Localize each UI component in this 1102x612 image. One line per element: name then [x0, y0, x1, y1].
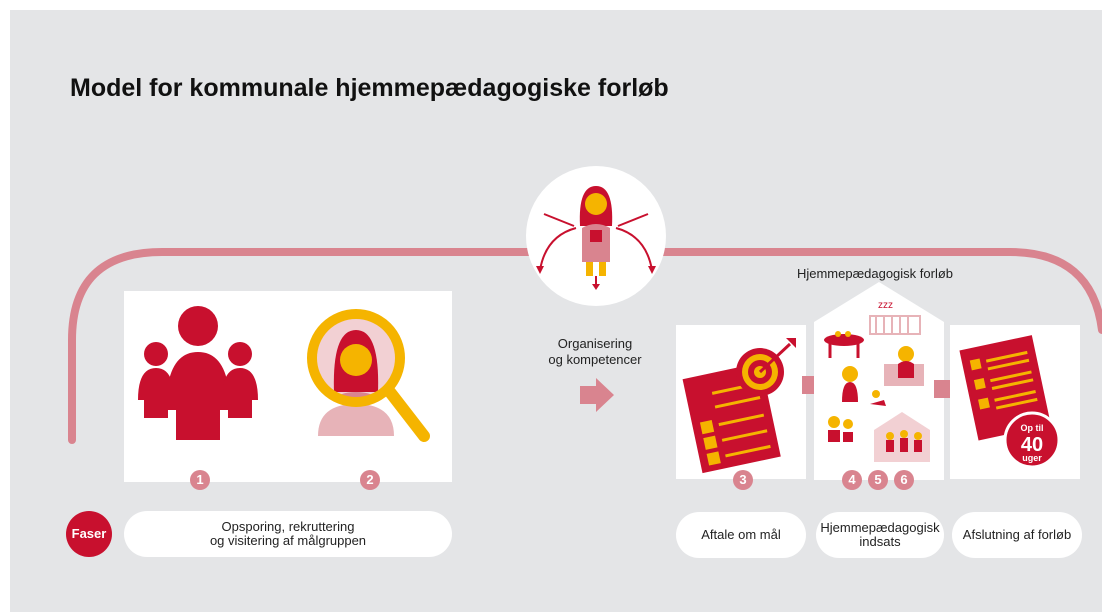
badge-bottom-text: uger: [1022, 453, 1042, 463]
teacher-arrows-icon: [536, 186, 656, 290]
step-number-5: 5: [868, 470, 888, 490]
phase-pill-conclusion: Afslutning af forløb: [952, 512, 1082, 558]
phase-pill-intervention: Hjemmepædagogisk indsats: [816, 512, 944, 558]
magnifier-person-icon: [307, 309, 430, 442]
phases-badge: Faser: [66, 511, 112, 557]
weeks-badge: Op til 40 uger: [1003, 411, 1061, 469]
people-group-icon: [138, 306, 258, 440]
step-number-6: 6: [894, 470, 914, 490]
house-label: Hjemmepædagogisk forløb: [796, 266, 954, 281]
center-label: Organisering og kompetencer: [548, 336, 642, 368]
step-number-4: 4: [842, 470, 862, 490]
home-activities-icon: zzz: [824, 300, 930, 462]
step-number-2: 2: [360, 470, 380, 490]
page-title: Model for kommunale hjemmepædagogiske fo…: [70, 74, 669, 102]
phase-pill-goals: Aftale om mål: [676, 512, 806, 558]
badge-number-text: 40: [1021, 434, 1043, 456]
phase-pill-target-group: Opsporing, rekruttering og visitering af…: [124, 511, 452, 557]
sleep-text: zzz: [878, 300, 893, 311]
arrow-right-icon: [580, 378, 614, 412]
checklist-target-icon: [682, 338, 796, 474]
step-number-3: 3: [733, 470, 753, 490]
badge-top-text: Op til: [1021, 423, 1044, 433]
step-number-1: 1: [190, 470, 210, 490]
